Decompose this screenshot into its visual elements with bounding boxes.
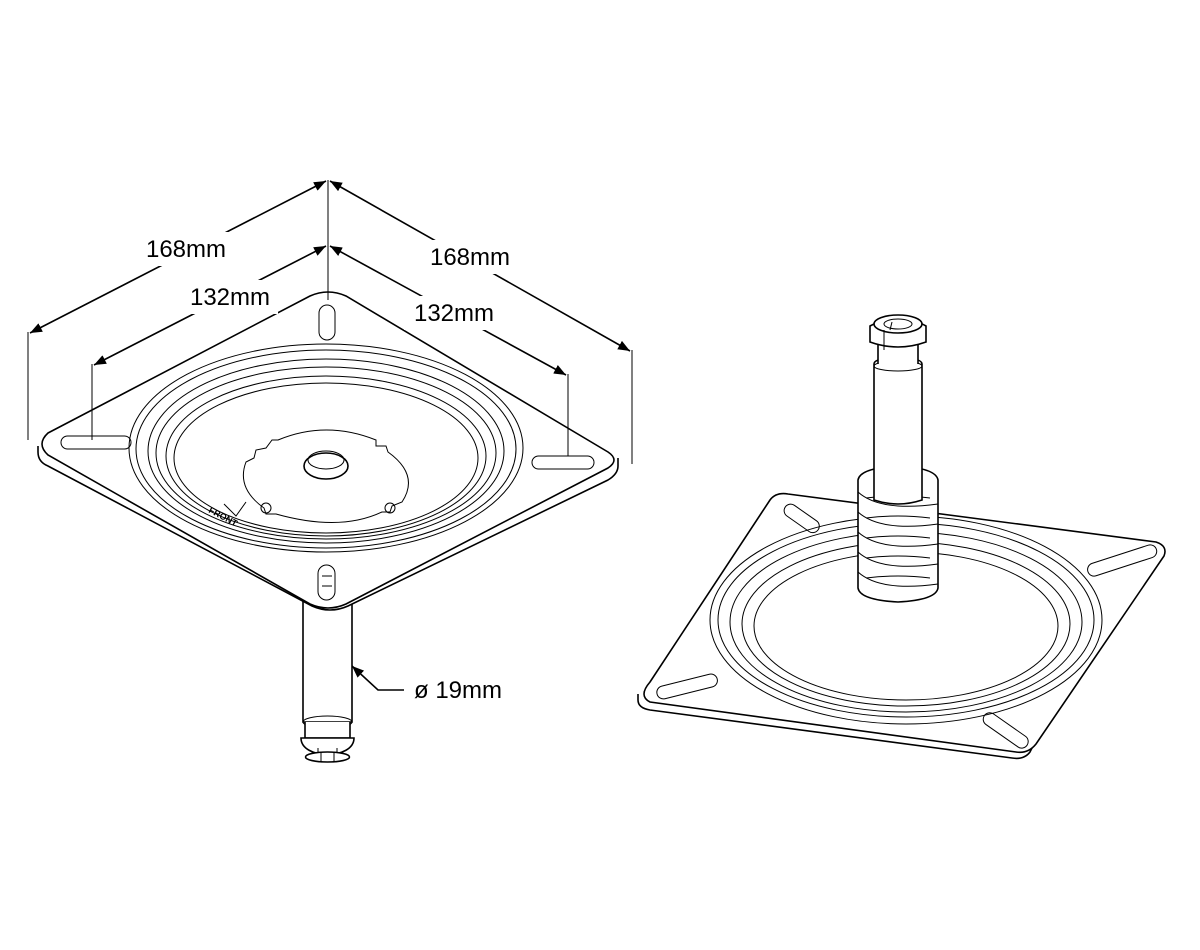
left-extension-lines xyxy=(27,180,633,464)
right-swivel-view xyxy=(637,314,1166,760)
right-plate-slots xyxy=(656,503,1158,749)
dim-inner-left-label: 132mm xyxy=(190,284,270,311)
left-shaft xyxy=(300,598,355,763)
left-swivel-view: FRONT 168mm 168mm 132mm 132mm xyxy=(27,180,633,763)
left-mounting-plate: FRONT xyxy=(37,291,619,611)
right-mounting-plate xyxy=(637,492,1166,760)
shaft-diameter-label: ø 19mm xyxy=(414,677,502,704)
right-shaft xyxy=(869,314,927,505)
left-center-disc xyxy=(242,429,409,524)
dim-inner-right-label: 132mm xyxy=(414,300,494,327)
dim-outer-left-label: 168mm xyxy=(146,236,226,263)
left-bearing-rings xyxy=(128,343,524,553)
left-dimension-lines xyxy=(29,180,631,376)
dim-outer-right-label: 168mm xyxy=(430,244,510,271)
shaft-diameter-leader xyxy=(351,665,404,691)
